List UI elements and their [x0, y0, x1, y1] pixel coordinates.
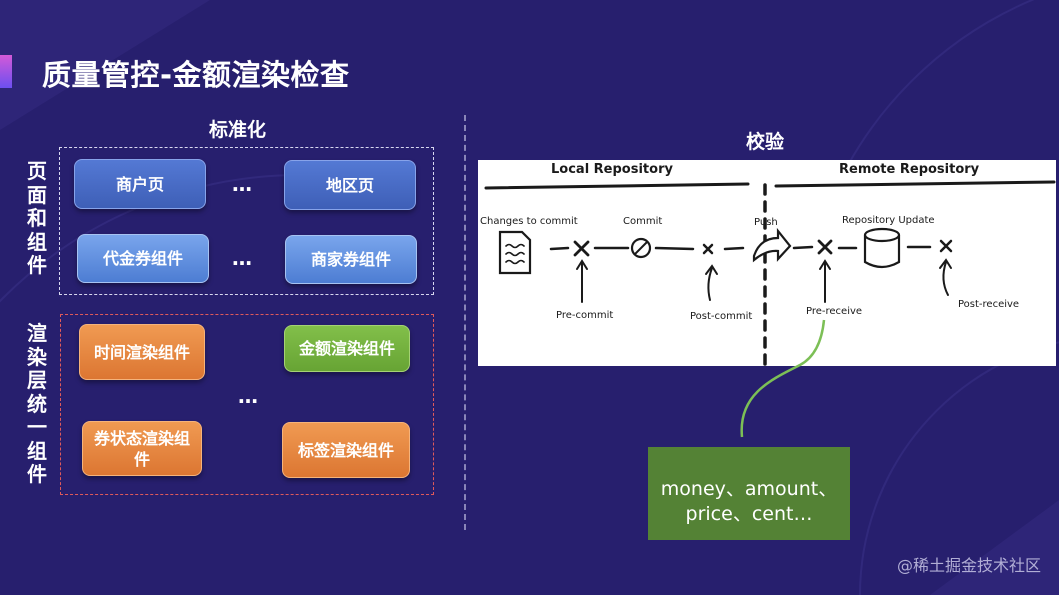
field-names-text: money、amount、 price、cent…: [648, 477, 850, 527]
post-commit-hook-label: Post-commit: [690, 311, 752, 322]
ellipsis: …: [232, 172, 253, 196]
post-receive-hook-label: Post-receive: [958, 299, 1019, 310]
voucher-status-render-component-button[interactable]: 券状态渲染组件: [82, 421, 202, 476]
title-accent-bar: [0, 55, 12, 88]
git-hooks-diagram: Local Repository Remote Repository Chang…: [478, 160, 1056, 366]
time-render-component-button[interactable]: 时间渲染组件: [79, 324, 205, 380]
repository-update-label: Repository Update: [842, 215, 935, 226]
section-divider: [464, 115, 466, 530]
pre-commit-hook-label: Pre-commit: [556, 310, 613, 321]
pre-receive-hook-label: Pre-receive: [806, 306, 862, 317]
validation-heading: 校验: [746, 131, 785, 153]
changes-to-commit-label: Changes to commit: [480, 216, 578, 227]
render-layer-components-label: 渲染层统一组件: [27, 321, 47, 486]
voucher-component-button[interactable]: 代金券组件: [77, 234, 209, 283]
region-page-button[interactable]: 地区页: [284, 160, 416, 210]
tag-render-component-button[interactable]: 标签渲染组件: [282, 422, 410, 478]
page-title: 质量管控-金额渲染检查: [42, 58, 350, 92]
merchant-voucher-component-button[interactable]: 商家券组件: [285, 235, 417, 284]
pages-components-label: 页面和组件: [27, 159, 47, 277]
remote-repository-label: Remote Repository: [839, 162, 980, 177]
ellipsis: …: [238, 384, 259, 408]
amount-render-component-button[interactable]: 金额渲染组件: [284, 325, 410, 372]
render-layer-group: [60, 314, 434, 495]
commit-label: Commit: [623, 216, 662, 227]
watermark: @稀土掘金技术社区: [896, 556, 1041, 575]
standardization-heading: 标准化: [209, 119, 267, 141]
ellipsis: …: [232, 246, 253, 270]
push-label: Push: [754, 217, 778, 228]
field-names-line-1: money、amount、: [660, 478, 838, 500]
field-names-callout: [648, 447, 850, 540]
local-repository-label: Local Repository: [551, 162, 673, 177]
field-names-line-2: price、cent…: [685, 503, 813, 525]
merchant-page-button[interactable]: 商户页: [74, 159, 206, 209]
pages-components-group: [59, 147, 434, 295]
